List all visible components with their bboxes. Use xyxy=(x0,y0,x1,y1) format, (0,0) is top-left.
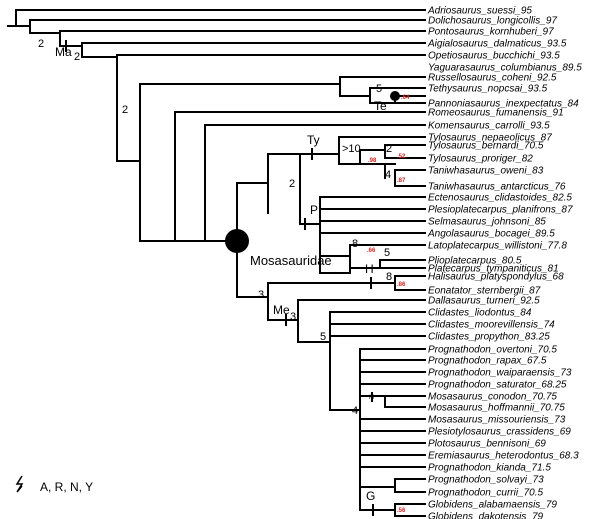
taxon-label: Prognathodon_saturator_68.25 xyxy=(428,380,567,391)
node-support: 4 xyxy=(352,405,358,417)
taxon-label: Romeosaurus_fumanensis_91 xyxy=(428,108,564,119)
clade-label-te: Te xyxy=(374,99,387,113)
taxon-label: Prognathodon_rapax_67.5 xyxy=(428,356,547,367)
taxon-label: Tylosaurus_proriger_82 xyxy=(428,154,533,165)
node-support: 2 xyxy=(122,104,128,116)
taxon-label: Pontosaurus_kornhuberi_97 xyxy=(428,27,554,38)
support-red: .98 xyxy=(368,158,377,164)
taxon-label: Prognathodon_solvayi_73 xyxy=(428,475,544,486)
taxon-label: Plotosaurus_bennisoni_69 xyxy=(428,439,546,450)
taxon-label: Prognathodon_overtoni_70.5 xyxy=(428,345,557,356)
taxon-label: Pannoniasaurus_inexpectatus_84 xyxy=(428,99,579,110)
taxon-label: Yaguarasaurus_columbianus_89.5 xyxy=(428,63,582,74)
support-red: .64 xyxy=(401,95,410,101)
node-support: 8 xyxy=(386,271,392,283)
taxon-label: Adriosaurus_suessi_95 xyxy=(427,6,532,17)
taxon-label: Prognathodon_waiparaensis_73 xyxy=(428,368,572,379)
taxon-label: Opetiosaurus_bucchichi_93.5 xyxy=(428,51,560,62)
clade-label-h: H xyxy=(365,262,374,276)
clade-label-ty: Ty xyxy=(307,133,320,147)
node-support: 2 xyxy=(38,38,44,50)
taxon-label: Clidastes_moorevillensis_74 xyxy=(428,320,555,331)
taxon-label: Dolichosaurus_longicollis_97 xyxy=(428,16,557,27)
node-support: 8 xyxy=(352,238,358,250)
clade-label-g: G xyxy=(366,489,375,503)
node-support: 4 xyxy=(385,169,391,181)
taxon-label: Eremiasaurus_heterodontus_68.3 xyxy=(428,451,579,462)
taxon-label: Komensaurus_carrolli_93.5 xyxy=(428,121,550,132)
clade-label-mosasauridae: Mosasauridae xyxy=(250,253,332,268)
legend-text: A, R, N, Y xyxy=(40,480,93,494)
taxon-label: Tylosaurus_bernardi_70.5 xyxy=(428,141,544,152)
support-red: .52 xyxy=(397,154,406,160)
support-red: .56 xyxy=(397,508,406,514)
taxon-label: Latoplatecarpus_willistoni_77.8 xyxy=(428,241,567,252)
taxon-label: Globidens_alabamaensis_79 xyxy=(428,500,557,511)
taxon-label: Mosasaurus_hoffmannii_70.75 xyxy=(428,403,565,414)
taxon-label: Eonatator_sternbergii_87 xyxy=(428,286,541,297)
node-support: 5 xyxy=(320,331,326,343)
taxon-label: Aigialosaurus_dalmaticus_93.5 xyxy=(427,39,567,50)
taxon-label: Angolasaurus_bocagei_89.5 xyxy=(427,229,555,240)
node-support: 2 xyxy=(289,178,295,190)
tree-branches xyxy=(7,9,426,517)
taxon-label: Selmasaurus_johnsoni_85 xyxy=(428,217,546,228)
node-support: 5 xyxy=(384,247,390,259)
clade-label-me: Me xyxy=(273,303,290,317)
taxon-label: Ectenosaurus_clidastoides_82.5 xyxy=(428,193,572,204)
taxon-label: Russellosaurus_coheni_92.5 xyxy=(428,73,557,84)
taxon-label: Dallasaurus_turneri_92.5 xyxy=(428,296,540,307)
legend: A, R, N, Y xyxy=(15,475,93,494)
taxon-label: Halisaurus_platyspondylus_68 xyxy=(428,272,564,283)
clade-label-p: P xyxy=(310,203,318,217)
support-red: .87 xyxy=(397,178,406,184)
node-support: 2 xyxy=(74,51,80,63)
branch-ticks xyxy=(65,40,374,516)
clade-label-m: M xyxy=(369,395,374,401)
taxon-label: Globidens_dakotensis_79 xyxy=(428,512,544,519)
taxon-label: Clidastes_propython_83.25 xyxy=(428,332,550,343)
taxon-label: Plioplatecarpus_80.5 xyxy=(428,256,522,267)
taxon-label: Mosasaurus_conodon_70.75 xyxy=(428,392,557,403)
node-support: >10 xyxy=(342,143,361,155)
taxon-label: Mosasaurus_missouriensis_73 xyxy=(428,415,566,426)
taxon-label: Tylosaurus_nepaeolicus_87 xyxy=(428,133,552,144)
taxon-label: Plesiotylosaurus_crassidens_69 xyxy=(428,427,571,438)
node-support: 3 xyxy=(290,311,296,323)
taxon-label: Plesioplatecarpus_planifrons_87 xyxy=(428,205,573,216)
support-red: .86 xyxy=(397,282,406,288)
mosasauridae-node-dot xyxy=(225,229,249,253)
taxon-label: Taniwhasaurus_antarcticus_76 xyxy=(428,182,566,193)
taxon-label: Prognathodon_kianda_71.5 xyxy=(428,463,551,474)
node-support: 2 xyxy=(386,143,392,155)
taxon-label: Tethysaurus_nopcsai_93.5 xyxy=(428,84,548,95)
clade-label-ma: Ma xyxy=(55,45,72,59)
support-red: .66 xyxy=(367,248,376,254)
tethysaurinae-node-dot xyxy=(390,91,400,101)
lightning-icon xyxy=(15,475,24,493)
taxon-labels: Adriosaurus_suessi_95Dolichosaurus_longi… xyxy=(427,6,582,519)
taxon-label: Taniwhasaurus_oweni_83 xyxy=(428,166,544,177)
taxon-label: Clidastes_liodontus_84 xyxy=(428,308,532,319)
taxon-label: Prognathodon_currii_70.5 xyxy=(428,488,544,499)
node-support: 5 xyxy=(376,83,382,95)
taxon-label: Platecarpus_tympaniticus_81 xyxy=(428,264,559,275)
node-support: 3 xyxy=(258,289,264,301)
